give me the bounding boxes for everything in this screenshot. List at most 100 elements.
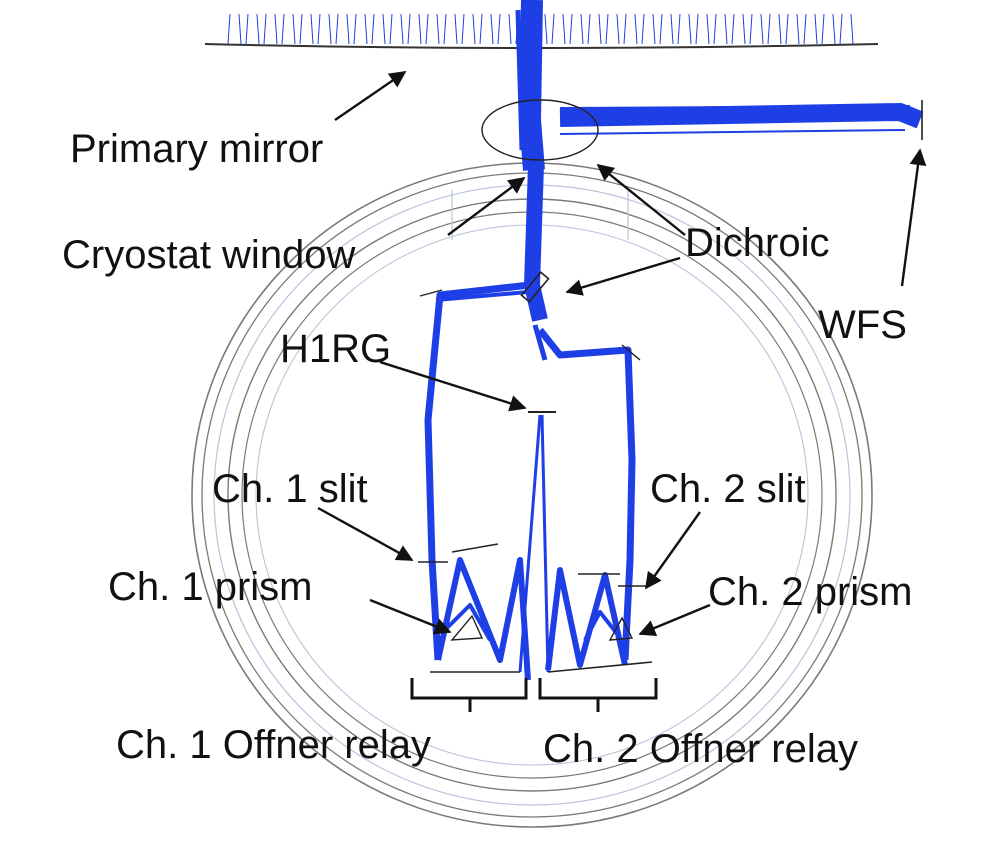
arrow-dichroic-bottom bbox=[565, 256, 681, 296]
primary-mirror-ray bbox=[335, 13, 339, 45]
optical-ray-bundles bbox=[424, 0, 924, 681]
incoming-beam bbox=[519, 0, 545, 171]
primary-mirror-ray bbox=[569, 13, 573, 45]
ch1-zigzag-rays bbox=[435, 557, 531, 681]
primary-mirror-ray bbox=[371, 13, 375, 45]
primary-mirror-ray bbox=[461, 13, 465, 45]
primary-mirror-ray bbox=[382, 13, 386, 45]
dichroic-element bbox=[481, 99, 599, 161]
primary-mirror-ray bbox=[839, 13, 843, 45]
primary-mirror-ray bbox=[616, 13, 620, 45]
primary-mirror-ray bbox=[544, 13, 548, 45]
wfs-beam bbox=[559, 103, 924, 129]
offner-braces bbox=[410, 678, 658, 712]
optical-components bbox=[418, 99, 923, 673]
primary-mirror-ray bbox=[436, 13, 440, 45]
label-arrows bbox=[317, 71, 927, 636]
primary-mirror-ray bbox=[634, 13, 638, 45]
primary-mirror-ray bbox=[256, 13, 260, 45]
primary-mirror-ray bbox=[724, 13, 728, 45]
primary-mirror-ray bbox=[299, 13, 303, 45]
primary-mirror-ray bbox=[749, 13, 753, 45]
arrow-h1rg bbox=[379, 360, 527, 412]
primary-mirror-ray bbox=[706, 13, 710, 45]
label-ch1-prism: Ch. 1 prism bbox=[108, 565, 313, 609]
primary-mirror-ray bbox=[803, 13, 807, 45]
primary-mirror-ray bbox=[508, 13, 512, 45]
beam-to-h1rg bbox=[532, 324, 548, 361]
primary-mirror-ray bbox=[425, 13, 429, 45]
primary-mirror-ray bbox=[292, 13, 296, 45]
primary-mirror-ray bbox=[245, 13, 249, 45]
primary-mirror-ray bbox=[850, 13, 854, 45]
primary-mirror-ray bbox=[238, 13, 242, 45]
arrow-ch1-prism bbox=[369, 598, 452, 635]
primary-mirror-ray bbox=[479, 13, 483, 45]
primary-mirror-ray bbox=[587, 13, 591, 45]
primary-mirror-ray bbox=[389, 13, 393, 45]
primary-mirror-ray bbox=[328, 13, 332, 45]
ch1-prism-rays bbox=[443, 603, 492, 641]
label-primary-mirror: Primary mirror bbox=[70, 127, 323, 171]
label-wfs: WFS bbox=[818, 303, 907, 347]
arrow-wfs bbox=[900, 148, 927, 287]
label-ch1-slit: Ch. 1 slit bbox=[212, 467, 368, 511]
label-ch2-offner: Ch. 2 Offner relay bbox=[543, 727, 858, 771]
label-cryostat-window: Cryostat window bbox=[62, 233, 356, 277]
arrow-cryostat-window bbox=[447, 176, 526, 236]
primary-mirror-ray bbox=[274, 13, 278, 45]
arrow-primary-mirror bbox=[334, 71, 407, 121]
offner-mirror-bottom bbox=[430, 661, 653, 673]
primary-mirror-ray bbox=[778, 13, 782, 45]
ch2-zigzag-rays bbox=[545, 567, 628, 671]
wfs-beam-edge-lower bbox=[559, 129, 906, 135]
arrow-ch1-slit bbox=[317, 506, 414, 562]
arrow-dichroic-top bbox=[596, 163, 686, 236]
primary-mirror-ray bbox=[641, 13, 645, 45]
primary-mirror bbox=[204, 13, 879, 49]
primary-mirror-ray bbox=[346, 13, 350, 45]
primary-mirror-ray bbox=[227, 13, 231, 45]
fold-mirror-left bbox=[419, 289, 443, 297]
primary-mirror-ray bbox=[821, 13, 825, 45]
cryostat-window-element bbox=[520, 271, 550, 303]
label-ch1-offner: Ch. 1 Offner relay bbox=[116, 723, 431, 767]
primary-mirror-ray bbox=[785, 13, 789, 45]
wfs-beam-edge bbox=[559, 105, 911, 109]
primary-mirror-ray bbox=[310, 13, 314, 45]
label-ch2-slit: Ch. 2 slit bbox=[650, 467, 806, 511]
primary-mirror-ray bbox=[814, 13, 818, 45]
primary-mirror-ray bbox=[760, 13, 764, 45]
primary-mirror-ray bbox=[688, 13, 692, 45]
label-ch2-prism: Ch. 2 prism bbox=[708, 570, 913, 614]
primary-mirror-ray bbox=[580, 13, 584, 45]
primary-mirror-ray bbox=[472, 13, 476, 45]
primary-mirror-ray bbox=[796, 13, 800, 45]
primary-mirror-ray bbox=[400, 13, 404, 45]
primary-mirror-ray bbox=[418, 13, 422, 45]
ch2-prism-element bbox=[608, 616, 634, 641]
incoming-beam-edge bbox=[515, 9, 525, 151]
primary-mirror-ray bbox=[598, 13, 602, 45]
fold-mirror-right bbox=[621, 344, 641, 361]
h1rg-fan-rays bbox=[518, 414, 550, 673]
primary-mirror-ray bbox=[490, 13, 494, 45]
primary-mirror-ray bbox=[767, 13, 771, 45]
label-dichroic: Dichroic bbox=[685, 221, 829, 265]
primary-mirror-ray bbox=[353, 13, 357, 45]
primary-mirror-ray bbox=[443, 13, 447, 45]
primary-mirror-ray bbox=[695, 13, 699, 45]
primary-mirror-ray bbox=[562, 13, 566, 45]
primary-mirror-ray bbox=[659, 13, 663, 45]
primary-mirror-ray bbox=[497, 13, 501, 45]
split-beam-left-2 bbox=[435, 290, 529, 302]
primary-mirror-ray bbox=[652, 13, 656, 45]
ch1-mirror-top bbox=[451, 543, 499, 553]
primary-mirror-ray bbox=[263, 13, 267, 45]
primary-mirror-ray bbox=[731, 13, 735, 45]
label-h1rg: H1RG bbox=[280, 327, 391, 371]
ch1-prism-element bbox=[450, 614, 484, 641]
window-beam bbox=[524, 164, 548, 322]
primary-mirror-ray bbox=[281, 13, 285, 45]
